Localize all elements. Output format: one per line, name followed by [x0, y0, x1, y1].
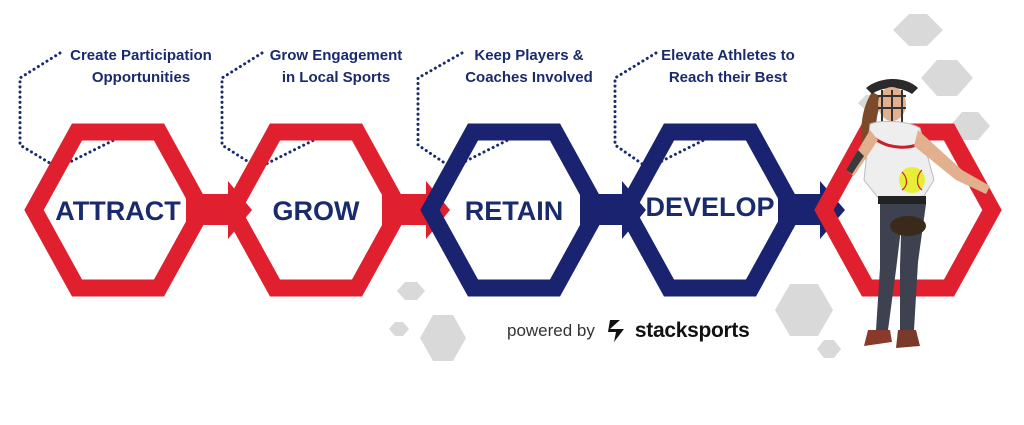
connector-grow-inner: [256, 136, 320, 170]
decor-hexagon: [420, 315, 466, 361]
caption-attract: Create Participation Opportunities: [56, 45, 226, 89]
caption-attract-line1: Create Participation: [70, 47, 212, 64]
stage-label-attract: ATTRACT: [55, 196, 181, 226]
decor-hexagon: [389, 322, 409, 336]
powered-by-label: powered by: [507, 321, 595, 340]
pitcher-visor: [866, 79, 918, 94]
connector-grow: [220, 51, 264, 170]
caption-attract-line2: Opportunities: [91, 69, 191, 86]
stage-labels: ATTRACT GROW RETAIN DEVELOP: [55, 192, 774, 226]
caption-develop-line2: Reach their Best: [668, 69, 788, 86]
stage-label-develop: DEVELOP: [645, 192, 774, 222]
pitcher-shoe-right: [896, 330, 920, 348]
caption-develop: Elevate Athletes to Reach their Best: [643, 45, 813, 89]
pitcher-sleeve-left: [846, 150, 864, 174]
decor-hexagon: [950, 112, 990, 140]
caption-grow-line1: Grow Engagement: [269, 47, 403, 64]
caption-develop-line1: Elevate Athletes to: [661, 47, 795, 64]
pitcher-glove: [890, 216, 926, 236]
pitcher-arm-right: [914, 130, 990, 194]
decor-hexagon: [817, 340, 841, 358]
caption-retain: Keep Players & Coaches Involved: [444, 45, 614, 89]
decor-hexagon: [397, 282, 425, 300]
softball-pitcher-photo: [846, 79, 990, 348]
brand-name: stacksports: [634, 319, 750, 342]
hexagon-grow: [222, 123, 410, 297]
hexagon-develop: [616, 123, 804, 297]
pitcher-shoe-left: [864, 330, 892, 346]
connector-attract: [18, 51, 62, 170]
softball-seam: [901, 169, 923, 191]
powered-by-footer: powered by stacksports: [507, 316, 750, 346]
decor-hexagon: [921, 60, 973, 96]
caption-retain-line1: Keep Players &: [474, 47, 584, 64]
pitcher-face-mask: [878, 90, 906, 124]
decor-hexagon: [775, 284, 833, 336]
connector-retain: [416, 51, 464, 170]
pitcher-belt: [878, 196, 926, 204]
connector-develop: [613, 51, 658, 170]
decor-hexagon: [893, 14, 943, 46]
hexagon-retain: [420, 123, 608, 297]
stage-label-grow: GROW: [273, 196, 361, 226]
caption-grow: Grow Engagement in Local Sports: [251, 45, 421, 89]
pitcher-leg-left: [876, 204, 904, 330]
caption-retain-line2: Coaches Involved: [465, 69, 593, 86]
stage-label-retain: RETAIN: [465, 196, 564, 226]
stack-sports-logo-icon: [607, 320, 624, 342]
hexagon-attract: [24, 123, 212, 297]
caption-grow-line2: in Local Sports: [281, 69, 391, 86]
